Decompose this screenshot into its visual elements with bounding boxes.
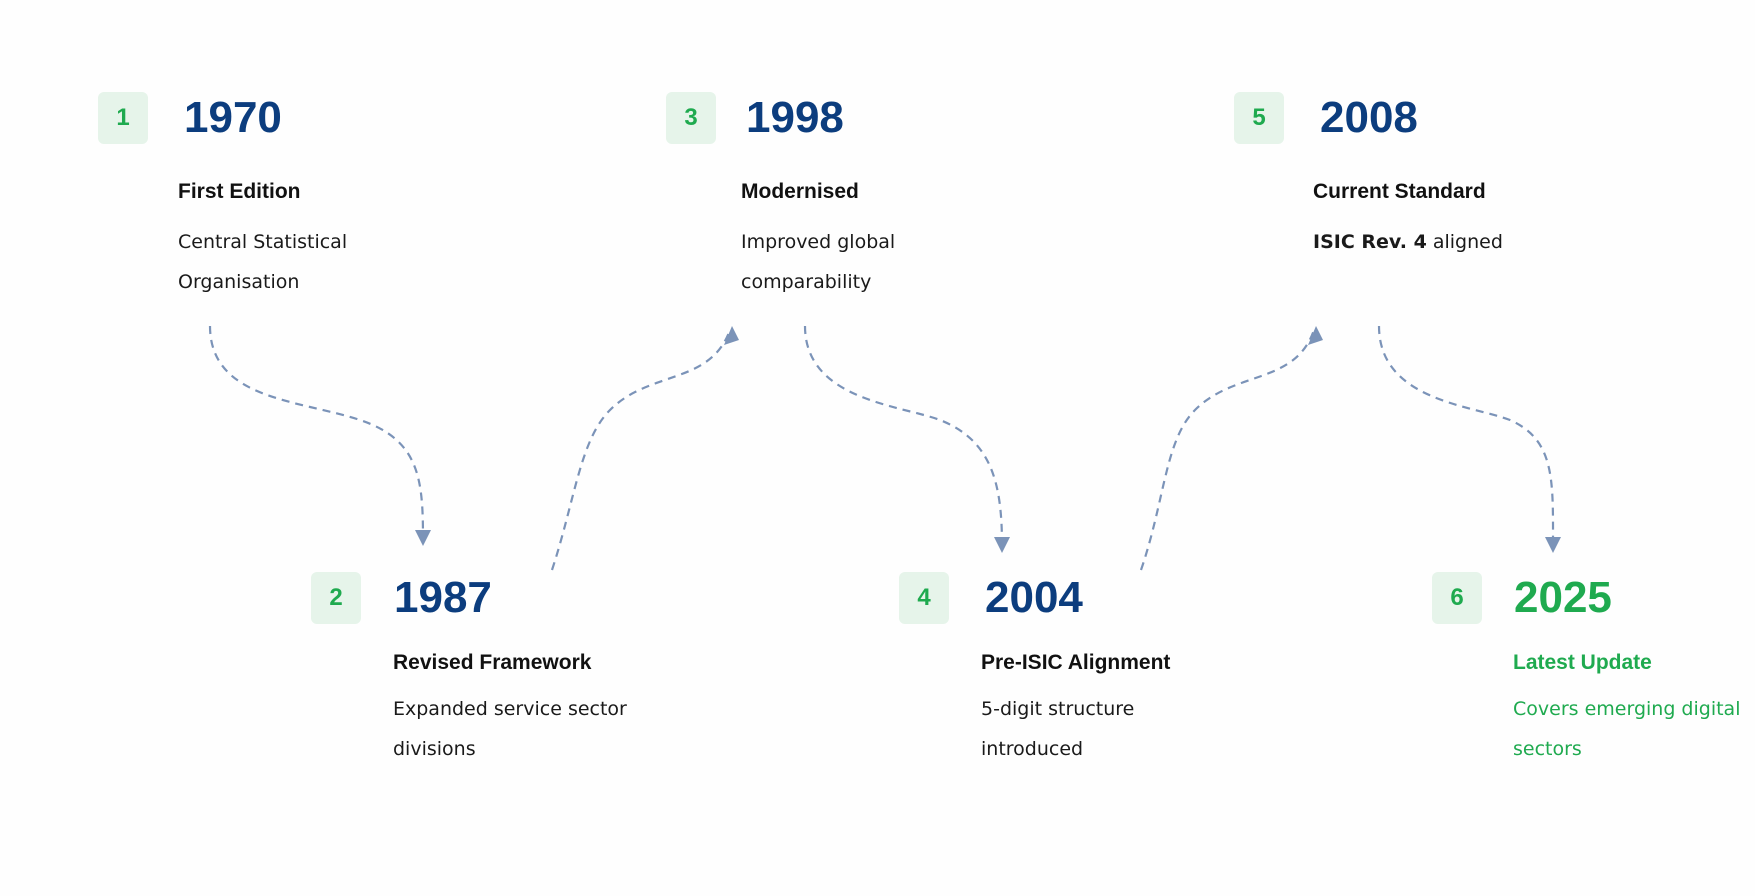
- milestone-year: 1987: [394, 573, 492, 622]
- milestone-1987: 2 1987 Revised Framework Expanded servic…: [311, 572, 627, 792]
- description-line: divisions: [393, 738, 476, 760]
- step-badge: 3: [666, 92, 716, 144]
- step-badge: 5: [1234, 92, 1284, 144]
- milestone-2004: 4 2004 Pre-ISIC Alignment 5-digit struct…: [899, 572, 1199, 792]
- milestone-title: Pre-ISIC Alignment: [981, 651, 1171, 674]
- description-line: introduced: [981, 738, 1084, 760]
- description-suffix: aligned: [1426, 231, 1503, 253]
- description-line: comparability: [741, 271, 872, 293]
- milestone-year: 1970: [184, 93, 282, 142]
- milestone-description: 5-digit structure introduced: [981, 689, 1221, 769]
- description-line: Improved global: [741, 231, 896, 253]
- arrowhead-3: [724, 326, 739, 345]
- milestone-description: ISIC Rev. 4 aligned: [1313, 222, 1553, 262]
- milestone-title: Current Standard: [1313, 180, 1486, 203]
- milestone-title: Latest Update: [1513, 651, 1652, 674]
- milestone-description: Expanded service sector divisions: [393, 689, 633, 769]
- description-line: Covers emerging digital: [1513, 698, 1741, 720]
- description-line: 5-digit structure: [981, 698, 1135, 720]
- milestone-title: Modernised: [741, 180, 859, 203]
- step-badge: 6: [1432, 572, 1482, 624]
- description-line: sectors: [1513, 738, 1582, 760]
- milestone-1998: 3 1998 Modernised Improved global compar…: [666, 92, 966, 312]
- arrowhead-5: [1308, 326, 1323, 345]
- arrowhead-2: [415, 530, 431, 546]
- description-line: Expanded service sector: [393, 698, 627, 720]
- step-badge: 2: [311, 572, 361, 624]
- description-line: ISIC Rev. 4 aligned: [1313, 222, 1553, 262]
- arrowhead-4: [994, 537, 1010, 553]
- arrowhead-6: [1545, 537, 1561, 553]
- connector-2-to-3: [550, 329, 732, 571]
- milestone-title: Revised Framework: [393, 651, 592, 674]
- connector-4-to-5: [1139, 329, 1316, 571]
- isic-standard-label: ISIC Rev. 4: [1313, 231, 1427, 253]
- connector-1-to-2: [208, 325, 425, 541]
- step-badge: 1: [98, 92, 148, 144]
- connector-3-to-4: [803, 325, 1004, 546]
- milestone-2008: 5 2008 Current Standard ISIC Rev. 4 alig…: [1234, 92, 1534, 312]
- milestone-description: Central Statistical Organisation: [178, 222, 418, 302]
- milestone-year: 1998: [746, 93, 844, 142]
- milestone-description: Improved global comparability: [741, 222, 981, 302]
- milestone-1970: 1 1970 First Edition Central Statistical…: [98, 92, 398, 312]
- milestone-title: First Edition: [178, 180, 301, 203]
- milestone-year: 2008: [1320, 93, 1418, 142]
- milestone-year: 2004: [985, 573, 1083, 622]
- description-line: Central Statistical: [178, 231, 348, 253]
- milestone-year: 2025: [1514, 573, 1612, 622]
- milestone-description: Covers emerging digital sectors: [1513, 689, 1753, 769]
- description-line: Organisation: [178, 271, 300, 293]
- connector-5-to-6: [1377, 325, 1555, 546]
- step-badge: 4: [899, 572, 949, 624]
- milestone-2025: 6 2025 Latest Update Covers emerging dig…: [1432, 572, 1740, 792]
